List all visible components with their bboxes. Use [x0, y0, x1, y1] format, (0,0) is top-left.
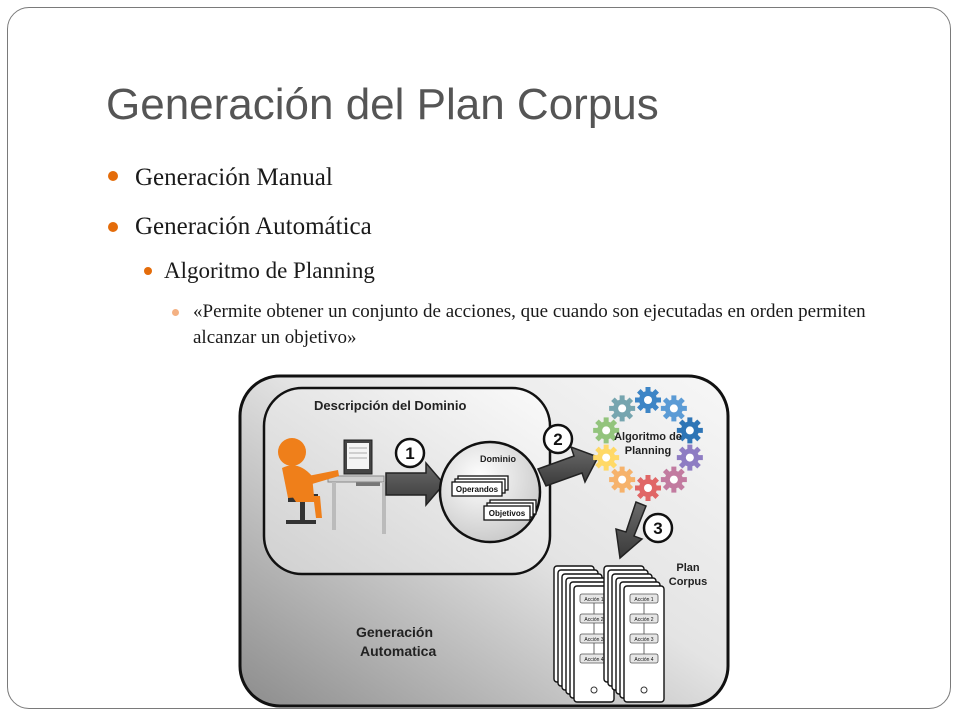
bullet-dot [108, 222, 118, 232]
gear-icon [635, 387, 661, 413]
objetivos-label: Objetivos [489, 509, 526, 518]
plan-document-stack-left: Acción 1 Acción 2 Acción 3 Acción 4 [553, 565, 615, 703]
person-at-computer-icon [278, 438, 386, 534]
accion-label: Acción 4 [634, 657, 653, 663]
bullet-algoritmo-planning: Algoritmo de Planning [164, 258, 375, 283]
gear-icon [593, 417, 620, 444]
algoritmo-label-line1: Algoritmo de [614, 431, 682, 443]
bullet-generacion-automatica: Generación Automática [135, 213, 372, 240]
arrow-step-2: 2 [536, 423, 600, 487]
operandos-label: Operandos [456, 485, 499, 494]
accion-label: Acción 2 [584, 617, 603, 623]
accion-label: Acción 1 [634, 597, 653, 603]
gear-ring-icon [593, 387, 703, 501]
plan-document-stack-right: Acción 1 Acción 2 Acción 3 Acción 4 [603, 565, 665, 703]
gear-icon [609, 395, 636, 422]
operandos-stack: Operandos [451, 475, 509, 497]
gear-icon [609, 466, 636, 493]
accion-label: Acción 4 [584, 657, 603, 663]
accion-label: Acción 3 [584, 637, 603, 643]
gear-icon [660, 395, 687, 422]
bullet-dot [172, 309, 179, 316]
step-3-label: 3 [653, 519, 662, 538]
plan-label-line2: Corpus [669, 576, 708, 588]
algoritmo-label-line2: Planning [625, 445, 671, 457]
bullet-quote: «Permite obtener un conjunto de acciones… [193, 301, 866, 348]
accion-label: Acción 3 [634, 637, 653, 643]
generacion-label-line1: Generación [356, 624, 433, 640]
bullet-dot [108, 171, 118, 181]
dominio-label: Dominio [480, 454, 516, 464]
accion-label: Acción 2 [634, 617, 653, 623]
slide-title: Generación del Plan Corpus [106, 80, 659, 129]
gear-icon [676, 444, 703, 471]
objetivos-stack: Objetivos [483, 499, 537, 521]
generacion-label-line2: Automatica [360, 643, 436, 659]
domain-title: Descripción del Dominio [314, 398, 466, 413]
arrow-step-3: 3 [615, 501, 674, 560]
step-2-label: 2 [553, 430, 562, 449]
step-1-label: 1 [405, 444, 414, 463]
plan-label-line1: Plan [676, 562, 700, 574]
gear-icon [660, 466, 687, 493]
planning-diagram: Descripción del Dominio 1 Dominio Operan… [238, 374, 730, 708]
gear-icon [635, 475, 661, 501]
gear-icon [676, 417, 703, 444]
bullet-generacion-manual: Generación Manual [135, 164, 333, 191]
gear-icon [593, 444, 620, 471]
bullet-dot [144, 267, 152, 275]
arrow-step-1: 1 [385, 437, 445, 508]
accion-label: Acción 1 [584, 597, 603, 603]
